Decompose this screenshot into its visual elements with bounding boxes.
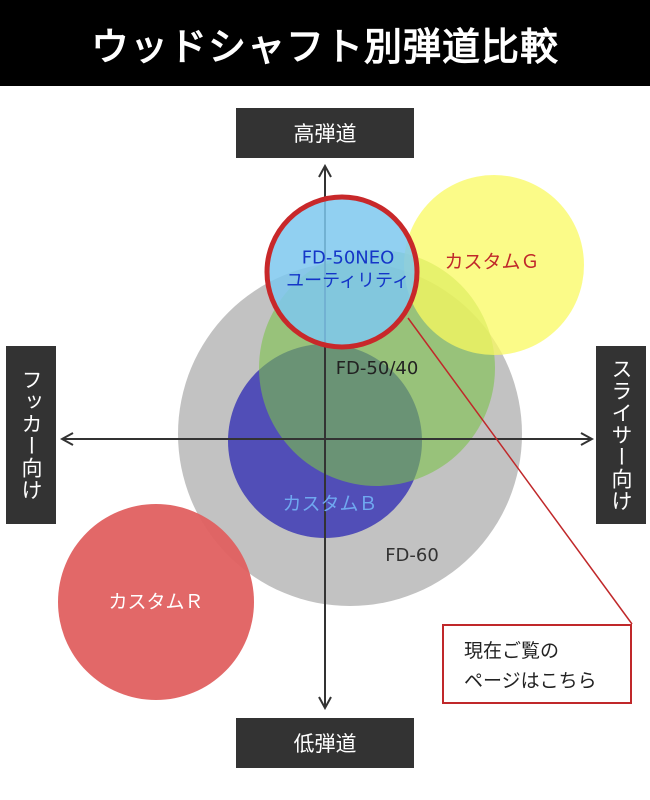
axis-label-for-slicers: スライサー向け xyxy=(596,346,646,524)
callout-line-2: ページはこちら xyxy=(464,670,597,693)
page-title: ウッドシャフト別弾道比較 xyxy=(90,24,559,69)
callout-line-1: 現在ご覧の xyxy=(464,640,560,662)
circle-custom-g xyxy=(404,175,584,355)
callout-leader-line xyxy=(407,317,633,625)
label-fd-50neo-line-1: FD-50NEO xyxy=(301,247,395,269)
axis-label-low-trajectory: 低弾道 xyxy=(236,718,414,768)
title-bar: ウッドシャフト別弾道比較 xyxy=(0,0,650,86)
axis-label-high-trajectory: 高弾道 xyxy=(236,108,414,158)
label-custom-g: カスタムＧ xyxy=(444,251,540,274)
label-fd-50-40: FD-50/40 xyxy=(335,357,419,379)
circle-fd-50neo xyxy=(264,194,420,350)
label-fd-60: FD-60 xyxy=(385,544,439,566)
label-custom-r: カスタムＲ xyxy=(108,591,204,614)
circle-custom-r xyxy=(58,504,254,700)
current-page-callout: 現在ご覧の ページはこちら xyxy=(442,624,632,704)
axis-label-for-hookers: フッカー向け xyxy=(6,346,56,524)
label-fd-50neo-line-2: ユーティリティ xyxy=(286,270,410,291)
label-fd-50neo: FD-50NEO ユーティリティ xyxy=(286,248,410,293)
label-custom-b: カスタムＢ xyxy=(282,493,378,516)
